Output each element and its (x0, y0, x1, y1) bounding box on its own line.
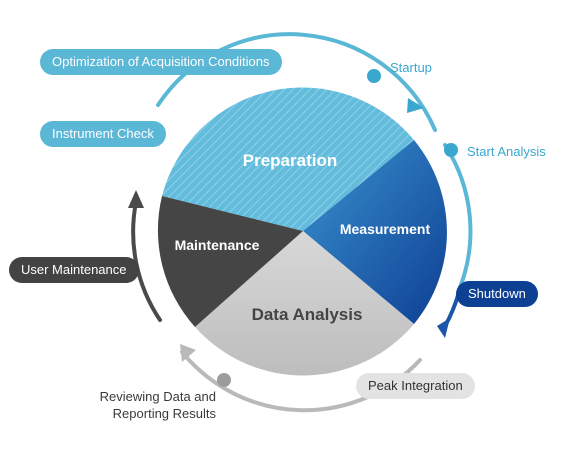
step-startup: Startup (390, 60, 432, 75)
label-preparation: Preparation (243, 151, 337, 170)
arrow-head-startup (407, 98, 424, 113)
dot-start-analysis (444, 143, 458, 157)
segment-maintenance[interactable] (157, 196, 303, 327)
ring-arc-dark (131, 200, 162, 322)
arrow-head-shutdown (437, 318, 450, 338)
step-peak-integration[interactable]: Peak Integration (356, 373, 475, 399)
label-maintenance: Maintenance (175, 237, 260, 253)
step-optimization[interactable]: Optimization of Acquisition Conditions (40, 49, 282, 75)
step-reviewing-line1: Reviewing Data and (99, 389, 216, 404)
segment-preparation[interactable] (162, 87, 414, 231)
step-instrument-check[interactable]: Instrument Check (40, 121, 166, 147)
label-data-analysis: Data Analysis (252, 305, 363, 324)
ring-arc-blue-right (443, 143, 473, 292)
segment-measurement[interactable] (303, 140, 447, 324)
step-reviewing: Reviewing Data and Reporting Results (96, 388, 216, 422)
segment-data-analysis[interactable] (195, 231, 414, 376)
label-measurement: Measurement (340, 221, 431, 237)
step-start-analysis: Start Analysis (467, 144, 546, 159)
dot-startup (367, 69, 381, 83)
step-shutdown[interactable]: Shutdown (456, 281, 538, 307)
step-user-maintenance[interactable]: User Maintenance (9, 257, 139, 283)
step-reviewing-line2: Reporting Results (112, 406, 216, 421)
arrow-head-review (180, 344, 196, 362)
dot-reviewing (217, 373, 231, 387)
arrow-head-maintenance (128, 190, 144, 208)
